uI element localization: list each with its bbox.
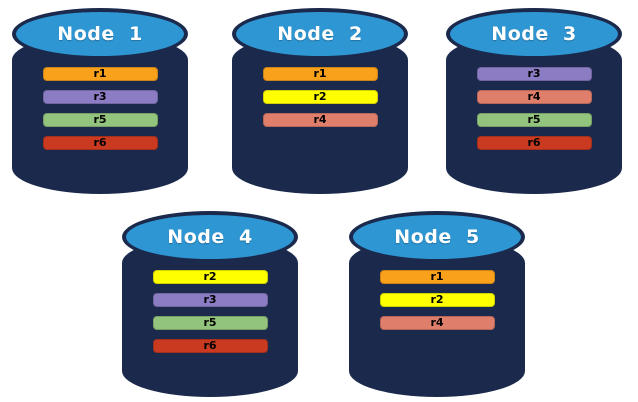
database-node-1: Node 1 r1 r3 r5 r6 [12,8,188,194]
cylinder-top: Node 2 [232,8,408,60]
node-title: Node 3 [491,23,577,45]
replica-bar-r6: r6 [476,136,592,150]
replica-bar-r6: r6 [42,136,158,150]
replica-bar-r5: r5 [42,113,158,127]
replica-bar-r4: r4 [379,316,495,330]
node-title: Node 2 [277,23,363,45]
replica-bar-r2: r2 [262,90,378,104]
node-title: Node 1 [57,23,143,45]
database-node-5: Node 5 r1 r2 r4 [349,211,525,397]
replica-list: r1 r2 r4 [349,270,525,330]
replica-list: r3 r4 r5 r6 [446,67,622,150]
cylinder-top: Node 5 [349,211,525,263]
replica-bar-r2: r2 [379,293,495,307]
replica-bar-r2: r2 [152,270,268,284]
cylinder-top: Node 4 [122,211,298,263]
cylinder-top: Node 3 [446,8,622,60]
database-node-2: Node 2 r1 r2 r4 [232,8,408,194]
replica-list: r1 r2 r4 [232,67,408,127]
replica-bar-r3: r3 [152,293,268,307]
replica-list: r1 r3 r5 r6 [12,67,188,150]
replica-list: r2 r3 r5 r6 [122,270,298,353]
replica-bar-r4: r4 [262,113,378,127]
replica-bar-r1: r1 [262,67,378,81]
replica-bar-r1: r1 [42,67,158,81]
replica-bar-r3: r3 [476,67,592,81]
replica-bar-r4: r4 [476,90,592,104]
database-node-3: Node 3 r3 r4 r5 r6 [446,8,622,194]
replica-bar-r6: r6 [152,339,268,353]
replica-bar-r5: r5 [476,113,592,127]
replica-bar-r1: r1 [379,270,495,284]
node-title: Node 4 [167,226,253,248]
node-title: Node 5 [394,226,480,248]
cylinder-top: Node 1 [12,8,188,60]
replica-bar-r3: r3 [42,90,158,104]
replica-bar-r5: r5 [152,316,268,330]
database-node-4: Node 4 r2 r3 r5 r6 [122,211,298,397]
